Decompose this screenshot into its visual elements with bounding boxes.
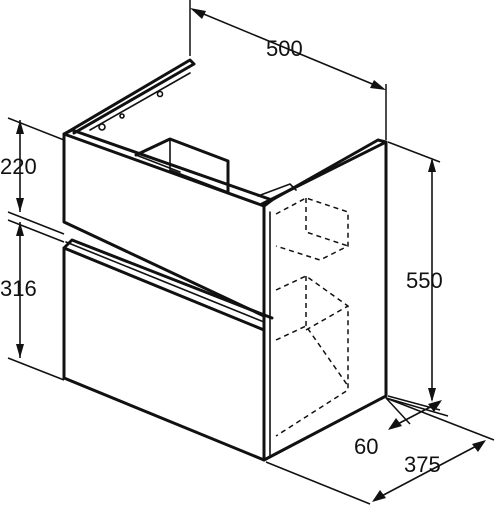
dimension-width [189, 0, 387, 140]
dimension-depth-label: 375 [404, 452, 441, 477]
dimension-side-offset-label: 60 [354, 434, 378, 459]
dimension-top-drawer [7, 117, 65, 235]
dimension-width-label: 500 [266, 36, 303, 61]
dimension-total-height-label: 550 [406, 268, 443, 293]
dimension-bottom-drawer [7, 219, 65, 381]
cabinet-outline [62, 58, 388, 462]
dimension-side-offset [385, 397, 449, 430]
dimension-top-drawer-label: 220 [0, 154, 37, 179]
dimension-bottom-drawer-label: 316 [0, 276, 37, 301]
dimension-depth [265, 397, 495, 505]
